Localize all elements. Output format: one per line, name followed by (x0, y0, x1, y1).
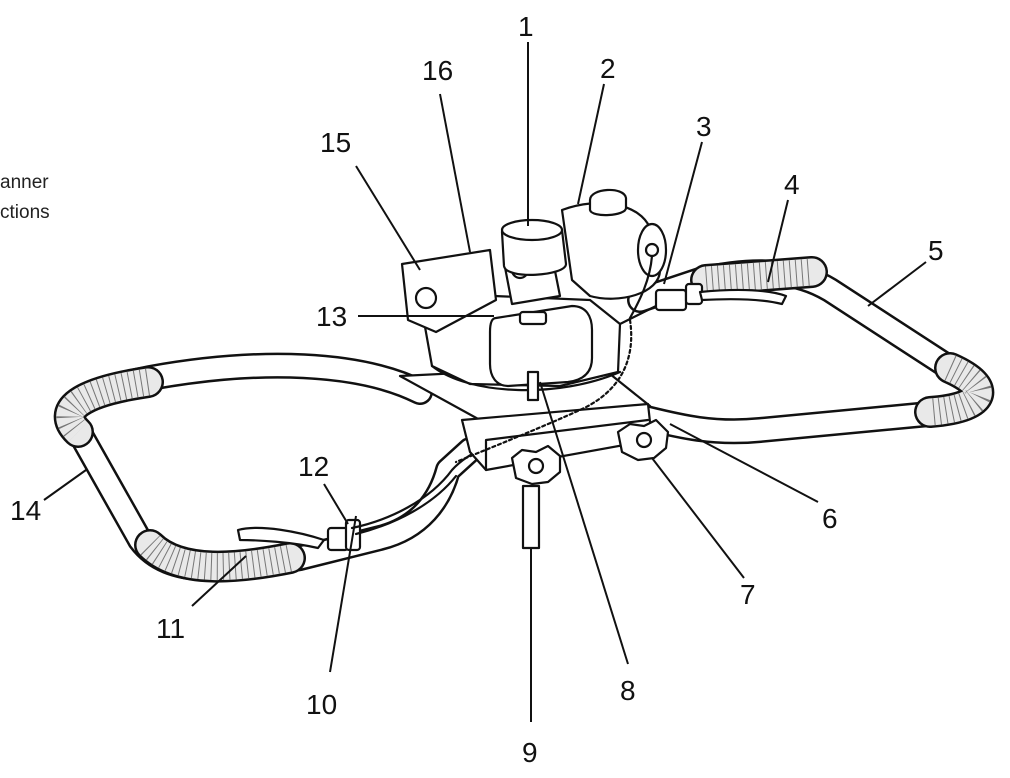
engine (400, 188, 788, 402)
leader-4 (767, 199, 789, 283)
callout-5: 5 (928, 235, 944, 266)
leader-15 (355, 165, 421, 271)
callout-7: 7 (740, 579, 756, 610)
cropped-text-line-2: ctions (0, 202, 50, 223)
leader-10 (329, 515, 357, 673)
callout-numbers: 1 2 3 4 5 6 7 8 9 10 11 12 13 14 15 16 (10, 11, 944, 768)
drive-coupler (526, 370, 540, 402)
leader-12 (323, 483, 349, 525)
leader-6 (669, 423, 819, 503)
clamp-right (654, 288, 688, 312)
leader-lines (43, 42, 927, 722)
callout-3: 3 (696, 111, 712, 142)
callout-15: 15 (320, 127, 351, 158)
callout-9: 9 (522, 737, 538, 768)
leader-3 (663, 141, 703, 285)
leader-7 (651, 457, 745, 579)
cropped-margin-text: anner ctions (0, 168, 50, 228)
callout-2: 2 (600, 53, 616, 84)
callout-11: 11 (156, 613, 185, 644)
throttle-lever (236, 526, 326, 550)
callout-16: 16 (422, 55, 453, 86)
right-lever (698, 288, 788, 306)
leader-11 (191, 555, 247, 607)
leader-8 (539, 381, 629, 665)
foam-grips (53, 256, 995, 583)
coiled-cable (454, 318, 633, 464)
callout-6: 6 (822, 503, 838, 534)
output-shaft (521, 484, 541, 550)
knobs-and-shaft (510, 418, 670, 550)
leader-16 (439, 93, 471, 253)
leader-14 (43, 469, 87, 501)
callout-14: 14 (10, 495, 41, 526)
callout-12: 12 (298, 451, 329, 482)
leader-2 (577, 83, 605, 205)
starter-knob (414, 286, 438, 310)
callout-13: 13 (316, 301, 347, 332)
callout-8: 8 (620, 675, 636, 706)
muffler-cap (588, 188, 628, 217)
fuel-line (628, 254, 654, 320)
cropped-text-line-1: anner (0, 172, 49, 193)
callout-4: 4 (784, 169, 800, 200)
fuel-tank (488, 304, 594, 388)
callout-10: 10 (306, 689, 337, 720)
leader-5 (867, 261, 927, 307)
callout-1: 1 (518, 11, 534, 42)
tank-cap (518, 310, 548, 326)
